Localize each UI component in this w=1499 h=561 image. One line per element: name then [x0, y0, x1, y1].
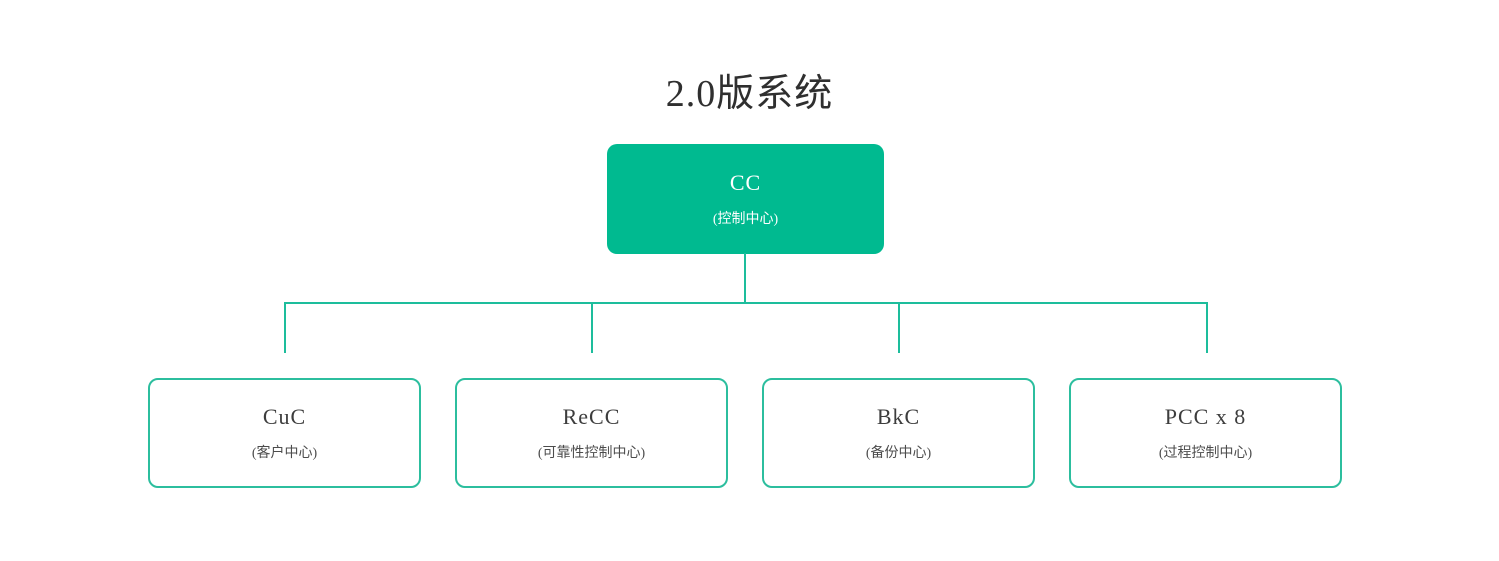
node-recc[interactable]: ReCC (可靠性控制中心) [455, 378, 728, 488]
node-cc-sublabel: (控制中心) [712, 212, 779, 227]
connector-drop-cuc [284, 302, 286, 353]
node-pcc[interactable]: PCC x 8 (过程控制中心) [1069, 378, 1342, 488]
connector-drop-pcc [1206, 302, 1208, 353]
node-recc-label: ReCC [562, 404, 621, 429]
node-cc[interactable]: CC (控制中心) [607, 144, 884, 254]
node-bkc[interactable]: BkC (备份中心) [762, 378, 1035, 488]
connector-stem [744, 253, 746, 304]
node-pcc-label: PCC x 8 [1164, 404, 1247, 429]
node-cuc-sublabel: (客户中心) [251, 446, 318, 461]
node-pcc-sublabel: (过程控制中心) [1158, 446, 1253, 461]
node-cc-label: CC [729, 170, 762, 195]
connector-drop-bkc [898, 302, 900, 353]
node-bkc-sublabel: (备份中心) [865, 446, 932, 461]
connector-rail [284, 302, 1208, 304]
node-cuc[interactable]: CuC (客户中心) [148, 378, 421, 488]
node-bkc-label: BkC [876, 404, 921, 429]
node-recc-sublabel: (可靠性控制中心) [537, 446, 646, 461]
diagram-title: 2.0版系统 [665, 73, 834, 115]
connector-drop-recc [591, 302, 593, 353]
node-cuc-label: CuC [262, 404, 307, 429]
